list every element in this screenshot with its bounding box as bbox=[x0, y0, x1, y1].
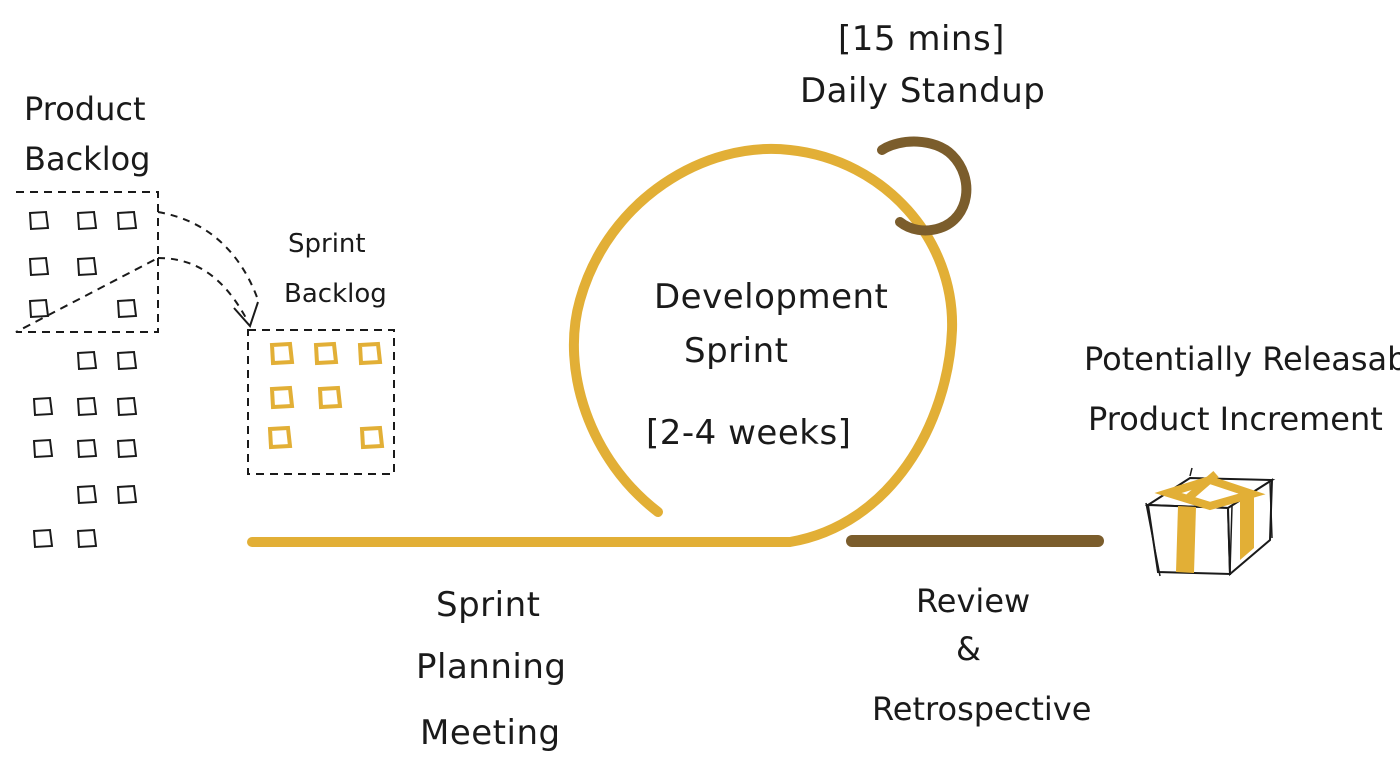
planning-line-2: Planning bbox=[416, 647, 566, 687]
product-backlog-item bbox=[76, 484, 98, 505]
product-backlog-item bbox=[116, 396, 138, 417]
dashed-arrow-icon bbox=[157, 211, 259, 319]
standup-text: Daily Standup bbox=[800, 71, 1045, 111]
arrow-lower bbox=[157, 257, 247, 319]
sprint-center-line-3: [2-4 weeks] bbox=[646, 413, 851, 453]
product-backlog-item bbox=[76, 396, 98, 417]
product-backlog-item bbox=[116, 210, 138, 231]
gift-bow bbox=[1183, 470, 1219, 504]
sprint-backlog-item bbox=[267, 425, 293, 450]
daily-standup-label: [15 mins] Daily Standup bbox=[800, 19, 1045, 111]
product-backlog-selection-box bbox=[15, 191, 159, 333]
product-backlog-item bbox=[76, 210, 98, 231]
sprint-backlog-item bbox=[317, 385, 343, 410]
product-backlog-item bbox=[28, 298, 50, 319]
sprint-backlog-label: Sprint Backlog bbox=[284, 229, 387, 309]
development-sprint-loop bbox=[568, 143, 958, 547]
product-backlog-label: Product Backlog bbox=[24, 90, 150, 178]
sprint-backlog-item bbox=[269, 385, 295, 410]
daily-standup-loop bbox=[877, 136, 972, 236]
planning-line-1: Sprint bbox=[436, 585, 540, 625]
review-retro-label: Review & Retrospective bbox=[872, 582, 1091, 728]
sprint-backlog-box bbox=[247, 329, 395, 475]
review-line-3: Retrospective bbox=[872, 690, 1091, 728]
product-backlog-line-1: Product bbox=[24, 90, 146, 128]
sprint-backlog-line-2: Backlog bbox=[284, 279, 387, 309]
product-backlog-item bbox=[32, 396, 54, 417]
product-backlog-line-2: Backlog bbox=[24, 140, 150, 178]
sprint-backlog-line-1: Sprint bbox=[288, 229, 366, 259]
product-backlog-item bbox=[116, 484, 138, 505]
product-backlog-item bbox=[116, 350, 138, 371]
sprint-backlog-item bbox=[357, 341, 383, 366]
review-line-2: & bbox=[956, 630, 981, 668]
gift-box-icon bbox=[1144, 467, 1276, 577]
product-backlog-item bbox=[76, 350, 98, 371]
sprint-center-line-2: Sprint bbox=[684, 331, 788, 371]
product-backlog-item bbox=[116, 298, 138, 319]
product-backlog-item bbox=[32, 438, 54, 459]
gift-ribbon-side bbox=[1240, 491, 1254, 560]
increment-line-1: Potentially Releasable bbox=[1084, 340, 1400, 378]
product-backlog-item bbox=[76, 438, 98, 459]
sprint-center-line-1: Development bbox=[654, 277, 888, 317]
product-backlog-item bbox=[28, 256, 50, 277]
sprint-planning-label: Sprint Planning Meeting bbox=[416, 585, 566, 753]
product-backlog-items bbox=[28, 210, 138, 549]
sprint-backlog-item bbox=[359, 425, 385, 450]
sprint-backlog-item bbox=[269, 341, 295, 366]
standup-time-text: [15 mins] bbox=[838, 19, 1005, 59]
gift-ribbon-front bbox=[1176, 506, 1196, 573]
planning-line-3: Meeting bbox=[420, 713, 561, 753]
review-line-1: Review bbox=[916, 582, 1030, 620]
product-increment-label: Potentially Releasable Product Increment bbox=[1084, 340, 1400, 438]
sprint-backlog-items bbox=[267, 341, 385, 450]
product-backlog-item bbox=[32, 528, 54, 549]
arrow-upper bbox=[157, 211, 259, 301]
gift-edges bbox=[1145, 467, 1273, 577]
product-backlog-item bbox=[76, 256, 98, 277]
product-backlog-item bbox=[116, 438, 138, 459]
arrowhead bbox=[233, 301, 259, 328]
sprint-backlog-item bbox=[313, 341, 339, 366]
development-sprint-label: Development Sprint [2-4 weeks] bbox=[646, 277, 888, 453]
product-backlog-item bbox=[76, 528, 98, 549]
increment-line-2: Product Increment bbox=[1088, 400, 1383, 438]
product-backlog-item bbox=[28, 210, 50, 231]
